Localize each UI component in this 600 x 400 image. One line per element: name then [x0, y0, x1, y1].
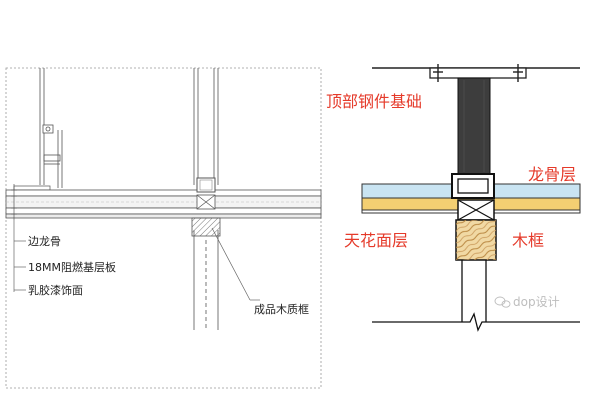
- anchor-bolts: [433, 64, 523, 82]
- dimension-ticks: [11, 184, 17, 220]
- lower-wall: [372, 260, 580, 332]
- label-steel-base: 顶部钢件基础: [326, 92, 422, 111]
- ceiling-board-layers: [5, 189, 322, 219]
- hanger-bracket: [39, 68, 63, 188]
- label-keel-layer: 龙骨层: [528, 165, 576, 184]
- wechat-icon: [494, 296, 511, 308]
- left-dashed-frame: [5, 67, 322, 389]
- partition-inner-box: [199, 179, 213, 191]
- partition-wall: [193, 68, 219, 330]
- label-edge-keel: 边龙骨: [28, 235, 61, 248]
- steel-plate: [429, 67, 527, 79]
- label-fire-board: 18MM阻燃基层板: [28, 260, 116, 274]
- label-latex-finish: 乳胶漆饰面: [28, 283, 83, 297]
- label-ceiling-layer: 天花面层: [344, 231, 408, 250]
- watermark-text: dop设计: [513, 295, 560, 309]
- label-wood-frame-right: 木框: [512, 231, 544, 250]
- watermark: dop设计: [494, 295, 560, 309]
- wood-frame-hatched: [191, 217, 221, 237]
- left-section-drawing: 边龙骨 18MM阻燃基层板 乳胶漆饰面 成品木质框: [5, 67, 322, 389]
- edge-keel: [13, 185, 51, 191]
- steel-column: [457, 77, 491, 175]
- leader-lines: [13, 220, 260, 301]
- right-section-drawing: 顶部钢件基础 龙骨层 天花面层 木框 dop设计: [326, 64, 581, 332]
- label-wood-frame-left: 成品木质框: [254, 303, 309, 316]
